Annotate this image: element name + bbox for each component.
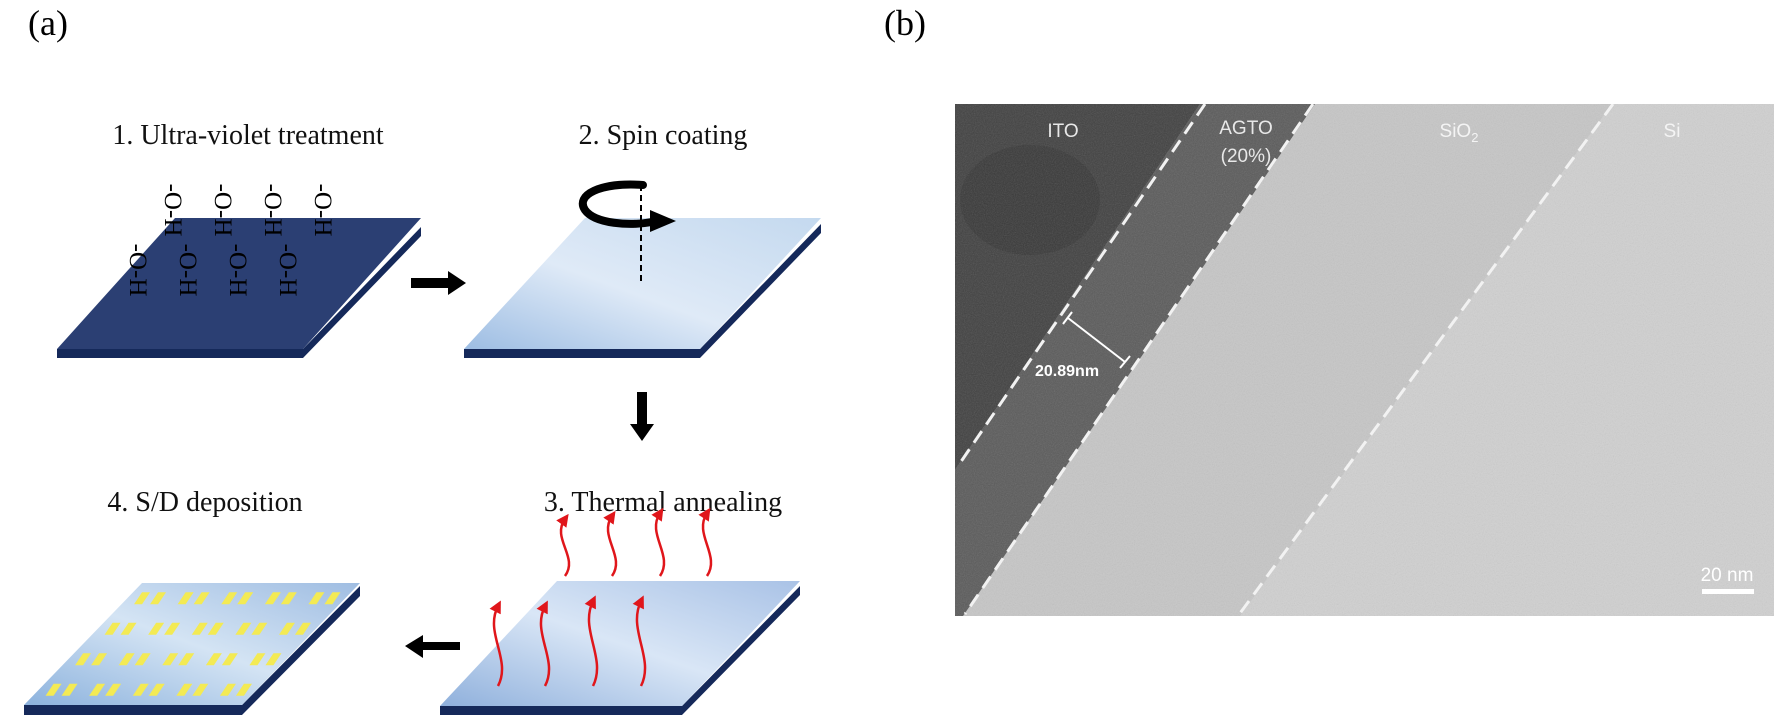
- hydroxyl-label: -O-H: [159, 184, 186, 237]
- hydroxyl-label: -O-H: [124, 244, 151, 297]
- hydroxyl-label: -O-H: [224, 244, 251, 297]
- panel-b-label: (b): [884, 3, 926, 43]
- heat-arrow: [603, 510, 618, 577]
- electrode-pad: [193, 592, 210, 605]
- electrode-pad: [278, 622, 295, 635]
- scale-bar-label: 20 nm: [1701, 565, 1754, 586]
- electrode-pad: [308, 592, 325, 605]
- electrode-pad: [192, 683, 209, 696]
- electrode-pad: [148, 622, 165, 635]
- interface-sio2-si: [1236, 104, 1615, 616]
- electrode-pad: [134, 592, 151, 605]
- electrode-pad: [164, 622, 181, 635]
- step-3-thermal-annealing: 3. Thermal annealing: [440, 487, 800, 715]
- hydroxyl-label: -O-H: [309, 184, 336, 237]
- electrode-pad: [219, 683, 236, 696]
- thickness-label: 20.89nm: [1035, 363, 1099, 380]
- panel-a-label: (a): [28, 3, 68, 43]
- electrode-pad: [294, 622, 311, 635]
- hydroxyl-label: -O-H: [174, 244, 201, 297]
- interface-agto-sio2: [963, 104, 1315, 615]
- layer-label-ito: ITO: [1047, 121, 1078, 142]
- heat-arrow: [698, 507, 713, 577]
- heat-arrows: [489, 507, 713, 687]
- rotation-arrow-icon: [579, 180, 676, 232]
- thickness-marker: [1067, 317, 1126, 363]
- electrode-pad: [148, 683, 165, 696]
- coating-layer-2: [464, 218, 821, 349]
- electrode-pad: [91, 653, 108, 666]
- sio2-subscript: 2: [1471, 130, 1478, 145]
- electrode-pad: [178, 653, 195, 666]
- electrode-pad: [280, 592, 297, 605]
- hydroxyl-label: -O-H: [209, 184, 236, 237]
- substrate-edge-1: [57, 227, 421, 358]
- interface-ito-agto: [956, 104, 1207, 467]
- electrode-pad: [61, 683, 78, 696]
- electrode-pad: [105, 683, 122, 696]
- electrode-pad: [132, 683, 149, 696]
- electrode-pad: [89, 683, 106, 696]
- heat-arrow: [489, 600, 504, 687]
- electrode-pad: [177, 592, 194, 605]
- electrode-pad: [118, 653, 135, 666]
- sio2-main: SiO: [1440, 121, 1472, 142]
- coating-layer-3: [440, 581, 800, 706]
- substrate-edge-2: [464, 224, 821, 358]
- layer-label-agto-percent: (20%): [1221, 146, 1272, 167]
- electrode-pad: [191, 622, 208, 635]
- electrode-pad: [251, 622, 268, 635]
- electrode-pad: [249, 653, 266, 666]
- arrow-down-icon: [630, 392, 654, 441]
- substrate-edge-3: [440, 586, 800, 715]
- electrode-pad: [221, 653, 238, 666]
- hydroxyl-label: -O-H: [259, 184, 286, 237]
- step-1-title: 1. Ultra-violet treatment: [112, 120, 384, 151]
- electrode-pad: [45, 683, 62, 696]
- step-2-spin-coating: 2. Spin coating: [464, 120, 821, 358]
- arrow-left-icon: [405, 635, 460, 658]
- layer-label-sio2: SiO2: [1440, 121, 1479, 145]
- step-4-sd-deposition: 4. S/D deposition: [24, 487, 360, 715]
- electrode-pad: [205, 653, 222, 666]
- source-drain-electrodes: [45, 592, 341, 696]
- coating-layer-4: [24, 583, 360, 705]
- heat-arrow: [584, 595, 599, 687]
- step-3-title: 3. Thermal annealing: [544, 487, 782, 518]
- step-2-title: 2. Spin coating: [579, 120, 748, 151]
- electrode-pad: [104, 622, 121, 635]
- layer-label-agto: AGTO: [1219, 118, 1273, 139]
- electrode-pad: [237, 592, 254, 605]
- electrode-pad: [134, 653, 151, 666]
- layer-label-si: Si: [1664, 121, 1681, 142]
- scale-bar: [1702, 589, 1754, 594]
- heat-arrow: [632, 595, 647, 687]
- electrode-pad: [162, 653, 179, 666]
- electrode-pad: [324, 592, 341, 605]
- hydroxyl-groups: -O-H -O-H -O-H -O-H -O-H -O-H -O-H -O-H: [124, 184, 336, 297]
- electrode-pad: [150, 592, 167, 605]
- step-1-ultraviolet: 1. Ultra-violet treatment -O-H-O-H-O-H-O…: [57, 120, 421, 358]
- electrode-pad: [235, 622, 252, 635]
- tem-image: 20.89nm ITO AGTO (20%) SiO2 Si 20 nm: [955, 104, 1774, 616]
- electrode-pad: [120, 622, 137, 635]
- electrode-pad: [207, 622, 224, 635]
- electrode-pad: [265, 653, 282, 666]
- arrow-right-icon: [411, 271, 466, 295]
- substrate-top-1: [57, 218, 421, 349]
- heat-arrow: [536, 600, 551, 687]
- electrode-pad: [75, 653, 92, 666]
- step-4-title: 4. S/D deposition: [107, 487, 302, 518]
- heat-arrow: [556, 513, 571, 577]
- electrode-pad: [264, 592, 281, 605]
- heat-arrow: [651, 507, 666, 577]
- electrode-pad: [176, 683, 193, 696]
- electrode-pad: [235, 683, 252, 696]
- hydroxyl-label: -O-H: [274, 244, 301, 297]
- electrode-pad: [221, 592, 238, 605]
